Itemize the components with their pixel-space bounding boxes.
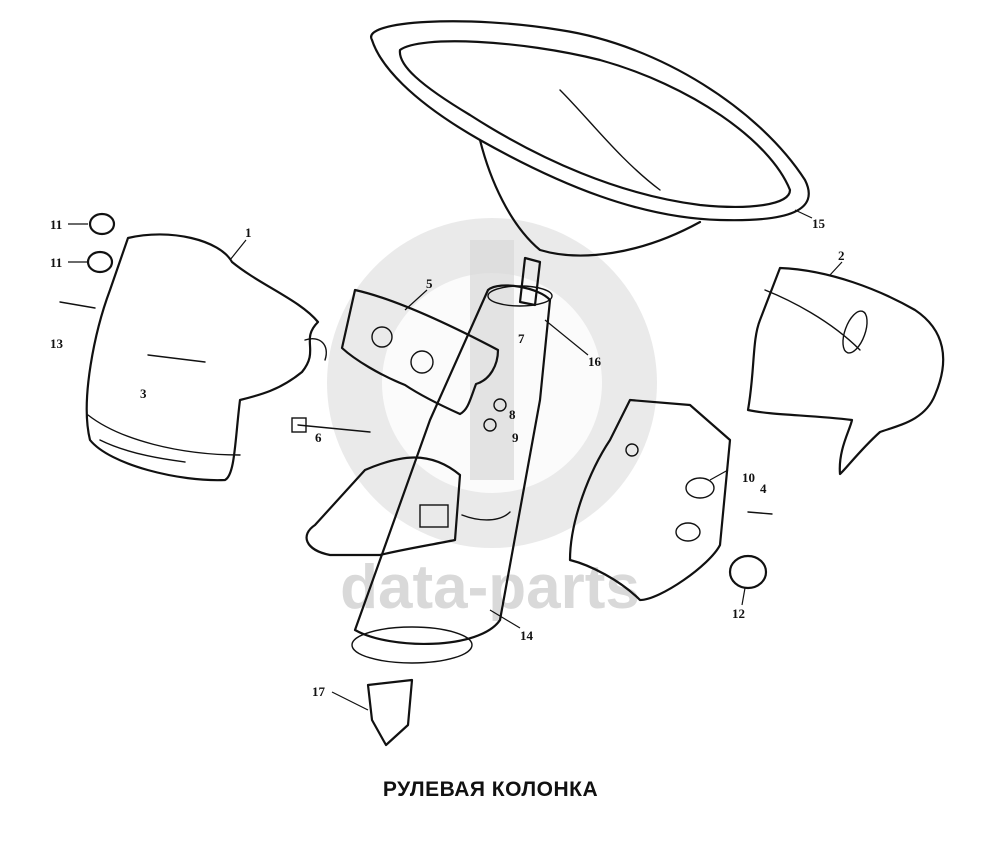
diagram-caption: РУЛЕВАЯ КОЛОНКА xyxy=(382,778,599,801)
lower-mount xyxy=(305,456,462,557)
callout-5: 5 xyxy=(426,276,433,291)
callout-1: 1 xyxy=(245,225,252,240)
column-tube xyxy=(351,284,553,664)
callout-11b: 11 xyxy=(50,255,62,270)
hardware-parts xyxy=(59,212,773,747)
callout-4: 4 xyxy=(760,481,767,496)
left-shroud xyxy=(85,233,327,482)
callout-labels: 1 2 3 4 5 6 7 8 9 10 11 11 12 13 14 15 1… xyxy=(50,216,845,699)
watermark-logo xyxy=(327,218,657,548)
callout-7: 7 xyxy=(518,331,525,346)
lower-cover xyxy=(568,398,732,602)
callout-14: 14 xyxy=(520,628,534,643)
callout-11a: 11 xyxy=(50,217,62,232)
callout-10: 10 xyxy=(742,470,755,485)
right-shroud xyxy=(746,266,945,476)
callout-9: 9 xyxy=(512,430,519,445)
callout-15: 15 xyxy=(812,216,826,231)
callout-8: 8 xyxy=(509,407,516,422)
callout-12: 12 xyxy=(732,606,745,621)
callout-6: 6 xyxy=(315,430,322,445)
callout-16: 16 xyxy=(588,354,602,369)
callout-2: 2 xyxy=(838,248,845,263)
callout-3: 3 xyxy=(140,386,147,401)
watermark-text: data-parts xyxy=(340,553,640,622)
steering-wheel xyxy=(370,20,810,257)
callout-17: 17 xyxy=(312,684,326,699)
mounting-bracket xyxy=(340,288,500,416)
callout-13: 13 xyxy=(50,336,64,351)
leader-lines xyxy=(68,209,843,711)
